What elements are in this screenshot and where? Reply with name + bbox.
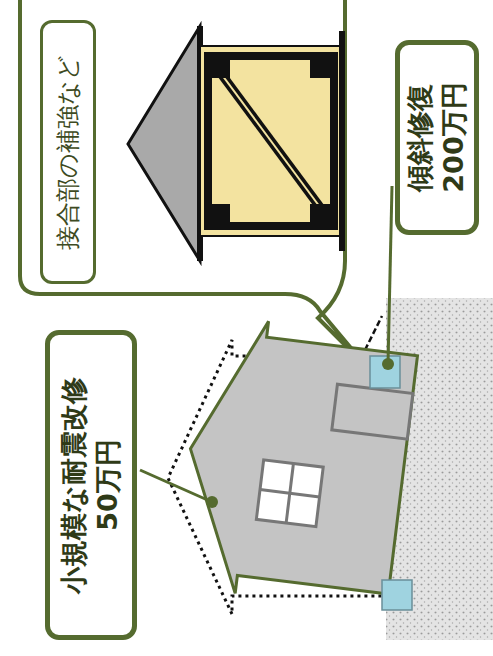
foundation-block (370, 356, 400, 388)
cost-label: 傾斜修復 200万円 (395, 40, 479, 235)
ground-edge (365, 316, 382, 350)
leader-line (388, 186, 392, 364)
leader-line (140, 470, 212, 502)
tilted-house (174, 314, 420, 612)
node-text: 接合部の補強など (52, 55, 84, 250)
note-box: 接合部の補強など (40, 20, 96, 284)
node-text: 小規模な耐震改修 50万円 (57, 358, 125, 613)
node-text: 傾斜修復 200万円 (403, 63, 471, 213)
leader-dot (206, 496, 218, 508)
foundation-block (382, 580, 412, 610)
callout-balloon (20, 0, 366, 366)
cost-label: 小規模な耐震改修 50万円 (45, 330, 137, 640)
reinforcement-icon (128, 26, 342, 261)
leader-dot (382, 358, 394, 370)
